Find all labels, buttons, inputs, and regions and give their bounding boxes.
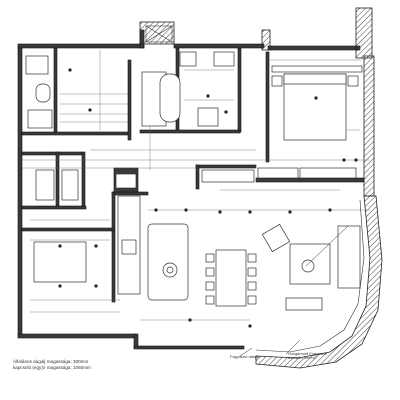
callout-right: Hungarocell Fogyasztó áramkör: 3m/m2 (288, 352, 327, 361)
living-room (261, 223, 361, 311)
electrical-points (58, 68, 358, 328)
legend-switch-height: kapcsoló (egy)ó magassága: 1050mm (13, 364, 91, 370)
wardrobes (115, 167, 357, 189)
callout-leaders (239, 339, 301, 357)
callout-left-text: Fogyasztó rálépő (230, 355, 260, 359)
bathroom-left (25, 55, 53, 129)
facade-inner-line (255, 199, 365, 353)
callout-left: Fogyasztó rálépő (230, 355, 259, 359)
callout-right-line1: Hungarocell Fogyasztó (288, 352, 327, 356)
legend-socket-height: Álfalános dugalj magassága: 300mm (13, 359, 89, 364)
callout-right-line2: áramkör: 3m/m2 (288, 356, 316, 361)
legend: Álfalános dugalj magassága: 300mm kapcso… (13, 359, 91, 370)
bedroom (271, 65, 363, 141)
dining-table (205, 249, 257, 307)
bathroom-center (141, 51, 235, 127)
shaft-top (145, 25, 173, 43)
left-room-furniture (33, 169, 87, 283)
kitchen (117, 195, 189, 301)
